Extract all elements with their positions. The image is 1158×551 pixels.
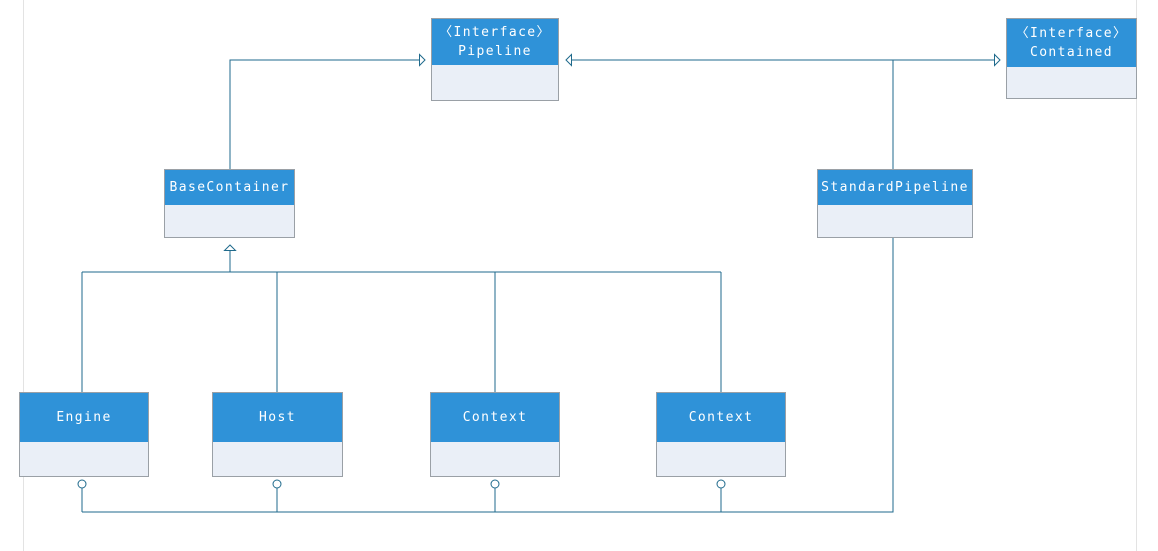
class-node-name-pipeline: Pipeline xyxy=(458,44,532,59)
class-node-name-standardpipeline: StandardPipeline xyxy=(821,180,969,195)
class-node-body-pipeline xyxy=(432,65,558,100)
class-node-header-context-1: Context xyxy=(431,393,559,442)
class-node-body-basecontainer xyxy=(165,205,294,237)
class-node-name-basecontainer: BaseContainer xyxy=(169,180,290,195)
class-node-standardpipeline[interactable]: StandardPipeline xyxy=(817,169,973,238)
class-node-name-contained: Contained xyxy=(1029,45,1114,60)
class-node-context-1[interactable]: Context xyxy=(430,392,560,477)
class-node-stereotype-pipeline: 〈Interface〉 xyxy=(439,25,551,40)
class-node-header-host: Host xyxy=(213,393,342,442)
class-node-body-context-2 xyxy=(657,442,785,476)
class-node-name-context-1: Context xyxy=(462,410,528,425)
class-node-engine[interactable]: Engine xyxy=(19,392,149,477)
class-node-pipeline[interactable]: 〈Interface〉 Pipeline xyxy=(431,18,559,101)
aggregation-diamond-context2-aggregation xyxy=(716,479,726,489)
right-margin xyxy=(1136,0,1137,551)
class-node-context-2[interactable]: Context xyxy=(656,392,786,477)
class-node-header-contained: 〈Interface〉 Contained xyxy=(1007,19,1136,67)
class-node-body-context-1 xyxy=(431,442,559,476)
arrowhead-basecontainer-implements-pipeline xyxy=(419,53,426,67)
class-node-host[interactable]: Host xyxy=(212,392,343,477)
class-node-name-engine: Engine xyxy=(56,410,112,425)
arrowhead-standardpipeline-implements-contained xyxy=(994,53,1001,67)
class-node-name-context-2: Context xyxy=(688,410,754,425)
class-node-body-contained xyxy=(1007,67,1136,98)
class-node-contained[interactable]: 〈Interface〉 Contained xyxy=(1006,18,1137,99)
aggregation-diamond-context1-aggregation xyxy=(490,479,500,489)
class-node-body-standardpipeline xyxy=(818,205,972,237)
class-node-header-standardpipeline: StandardPipeline xyxy=(818,170,972,205)
arrowhead-standardpipeline-implements-pipeline xyxy=(565,53,572,67)
class-node-header-pipeline: 〈Interface〉 Pipeline xyxy=(432,19,558,65)
class-node-stereotype-contained: 〈Interface〉 xyxy=(1015,26,1128,41)
left-margin xyxy=(23,0,24,551)
aggregation-diamond-host-aggregation xyxy=(272,479,282,489)
arrowhead-subclasses-inherit-basecontainer xyxy=(223,244,237,251)
class-node-header-basecontainer: BaseContainer xyxy=(165,170,294,205)
class-node-body-engine xyxy=(20,442,148,476)
aggregation-diamond-engine-aggregation xyxy=(77,479,87,489)
edge-basecontainer-implements-pipeline xyxy=(229,59,425,169)
class-node-basecontainer[interactable]: BaseContainer xyxy=(164,169,295,238)
class-node-name-host: Host xyxy=(259,410,296,425)
class-node-header-engine: Engine xyxy=(20,393,148,442)
class-node-header-context-2: Context xyxy=(657,393,785,442)
class-node-body-host xyxy=(213,442,342,476)
